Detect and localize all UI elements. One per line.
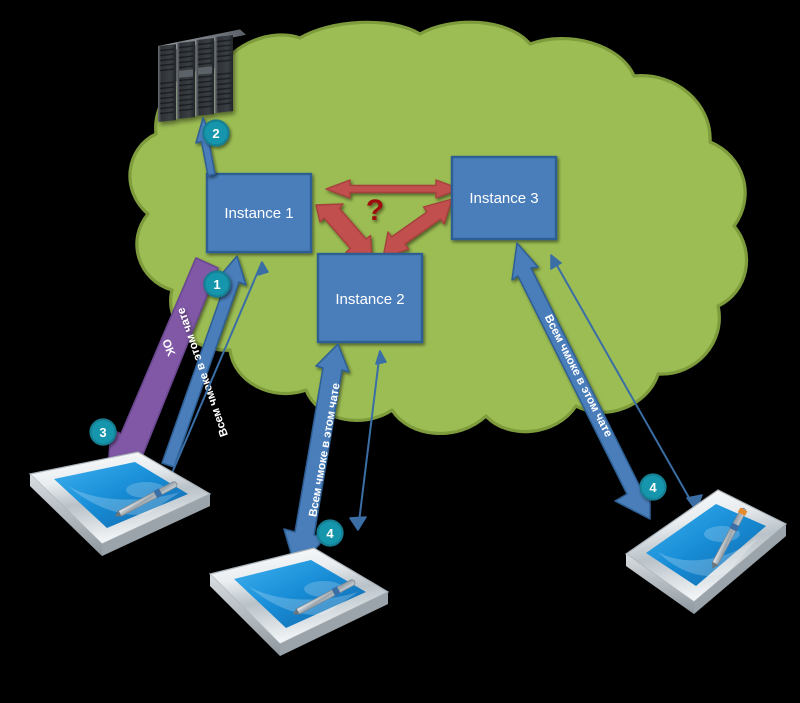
instance-3-label: Instance 3: [469, 190, 538, 207]
badge-4b-value: 4: [649, 480, 657, 495]
badge-2-value: 2: [212, 126, 219, 141]
thin-arrow-client2-return: [349, 350, 387, 531]
badge-4a: 4: [316, 519, 344, 547]
instance-2-label: Instance 2: [335, 291, 404, 308]
client-tablet-left: [28, 451, 212, 556]
badge-3: 3: [89, 418, 117, 446]
client-tablet-right: [624, 489, 788, 614]
instance-boxes: Instance 1 Instance 2 Instance 3: [205, 155, 558, 344]
instance-1-box[interactable]: Instance 1: [205, 172, 313, 254]
badge-1-value: 1: [213, 277, 220, 292]
step-badges: 2 1 3 4 4: [89, 119, 667, 547]
badge-4a-value: 4: [326, 526, 334, 541]
badge-1: 1: [203, 270, 231, 298]
badge-4b: 4: [639, 473, 667, 501]
badge-3-value: 3: [99, 425, 106, 440]
instance-1-label: Instance 1: [224, 205, 293, 222]
thin-arrow-client1-return: [171, 261, 269, 474]
question-mark: ?: [366, 194, 384, 227]
cloud-shape: [128, 20, 749, 436]
client-tablet-center: [208, 547, 390, 656]
thin-arrow-client3-return: [550, 254, 703, 511]
instance-3-box[interactable]: Instance 3: [450, 155, 558, 241]
badge-2: 2: [202, 119, 230, 147]
instance-2-box[interactable]: Instance 2: [316, 252, 424, 344]
server-rack: [158, 29, 246, 122]
